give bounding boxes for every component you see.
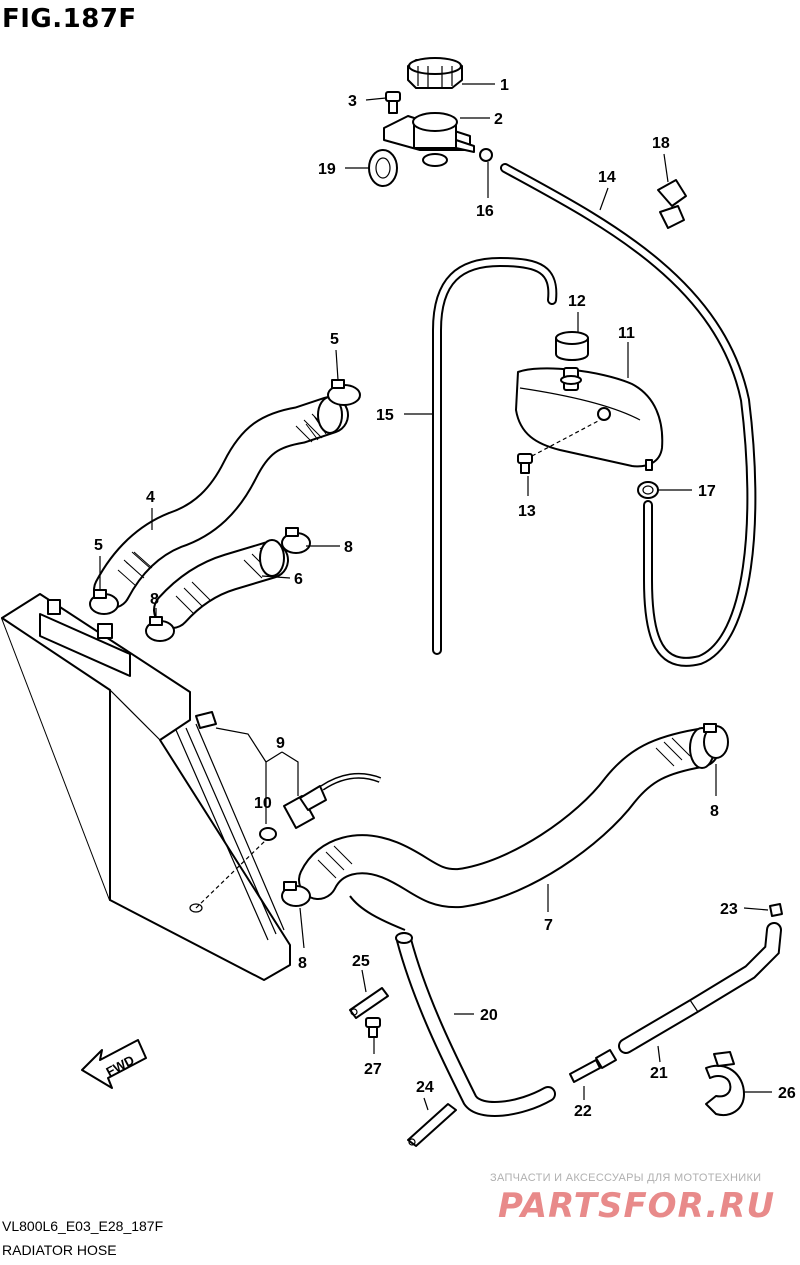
callout-17: 17 [698,483,716,500]
figure-code: VL800L6_E03_E28_187F [2,1218,164,1234]
callout-20: 20 [480,1007,498,1024]
radiator-core [1,593,291,981]
callout-2: 2 [494,111,503,128]
callout-22: 22 [574,1103,592,1120]
part-27-bolt[interactable] [365,1017,381,1038]
part-23-clip[interactable] [769,903,783,917]
part-8-clamp-a[interactable] [281,527,311,554]
part-18-hose-clip[interactable] [657,179,687,229]
part-1-radiator-cap[interactable] [407,57,463,89]
callout-8-b: 8 [150,591,159,608]
callout-13: 13 [518,503,536,520]
part-22-joint[interactable] [569,1049,617,1083]
part-24-bracket[interactable] [407,1103,457,1147]
callout-23: 23 [720,901,738,918]
part-13-bolt[interactable] [517,419,601,474]
part-14-overflow-hose[interactable] [500,163,757,667]
part-16-clip[interactable] [479,148,493,162]
part-11-reservoir-tank[interactable] [515,367,664,471]
part-9-thermo-switch[interactable] [283,772,382,829]
callout-24: 24 [416,1079,434,1096]
watermark-tagline: ЗАПЧАСТИ И АКСЕССУАРЫ ДЛЯ МОТОТЕХНИКИ [490,1172,762,1184]
callout-7: 7 [544,917,553,934]
callout-8-c: 8 [710,803,719,820]
callout-15: 15 [376,407,394,424]
callout-18: 18 [652,135,670,152]
callout-27: 27 [364,1061,382,1078]
callout-12: 12 [568,293,586,310]
part-15-reservoir-hose[interactable] [432,256,558,655]
part-17-small-clamp[interactable] [637,481,659,499]
part-8-clamp-c[interactable] [703,723,729,759]
callout-26: 26 [778,1085,796,1102]
callout-5-upper: 5 [330,331,339,348]
callout-labels: 1 2 3 19 16 14 18 15 12 11 13 17 5 4 5 8… [94,77,796,1120]
part-3-bolt[interactable] [385,91,401,114]
callout-14: 14 [598,169,616,186]
part-25-bracket[interactable] [349,987,389,1019]
part-2-filler-neck[interactable] [383,112,475,167]
part-10-gasket[interactable] [259,827,277,841]
callout-4: 4 [146,489,155,506]
callout-6: 6 [294,571,303,588]
part-26-clamp[interactable] [705,1051,745,1116]
part-6-hose[interactable] [153,539,289,629]
callout-25: 25 [352,953,370,970]
callout-1: 1 [500,77,509,94]
callout-19: 19 [318,161,336,178]
callout-5-lower: 5 [94,537,103,554]
callout-10: 10 [254,795,272,812]
figure-title: FIG.187F [2,4,137,34]
callout-3: 3 [348,93,357,110]
leader-lines [99,83,772,1111]
part-12-reservoir-cap[interactable] [555,331,589,361]
part-4-upper-hose[interactable] [93,396,349,609]
part-19-clamp[interactable] [368,149,398,187]
part-20-bypass-hose[interactable] [395,932,556,1117]
part-8-clamp-d[interactable] [281,881,311,907]
callout-21: 21 [650,1065,668,1082]
callout-8-a: 8 [344,539,353,556]
part-7-lower-hose[interactable] [298,727,720,931]
watermark-logo: PARTSFOR.RU [498,1186,776,1226]
callout-11: 11 [618,325,635,342]
part-5-clamp-upper[interactable] [327,379,361,406]
callout-16: 16 [476,203,494,220]
part-21-pipe[interactable] [618,922,782,1054]
callout-9: 9 [276,735,285,752]
part-5-clamp-lower[interactable] [89,589,119,615]
fwd-arrow-icon: FWD [81,1039,147,1089]
figure-name: RADIATOR HOSE [2,1242,117,1258]
callout-8-d: 8 [298,955,307,972]
part-8-clamp-b[interactable] [145,616,175,642]
